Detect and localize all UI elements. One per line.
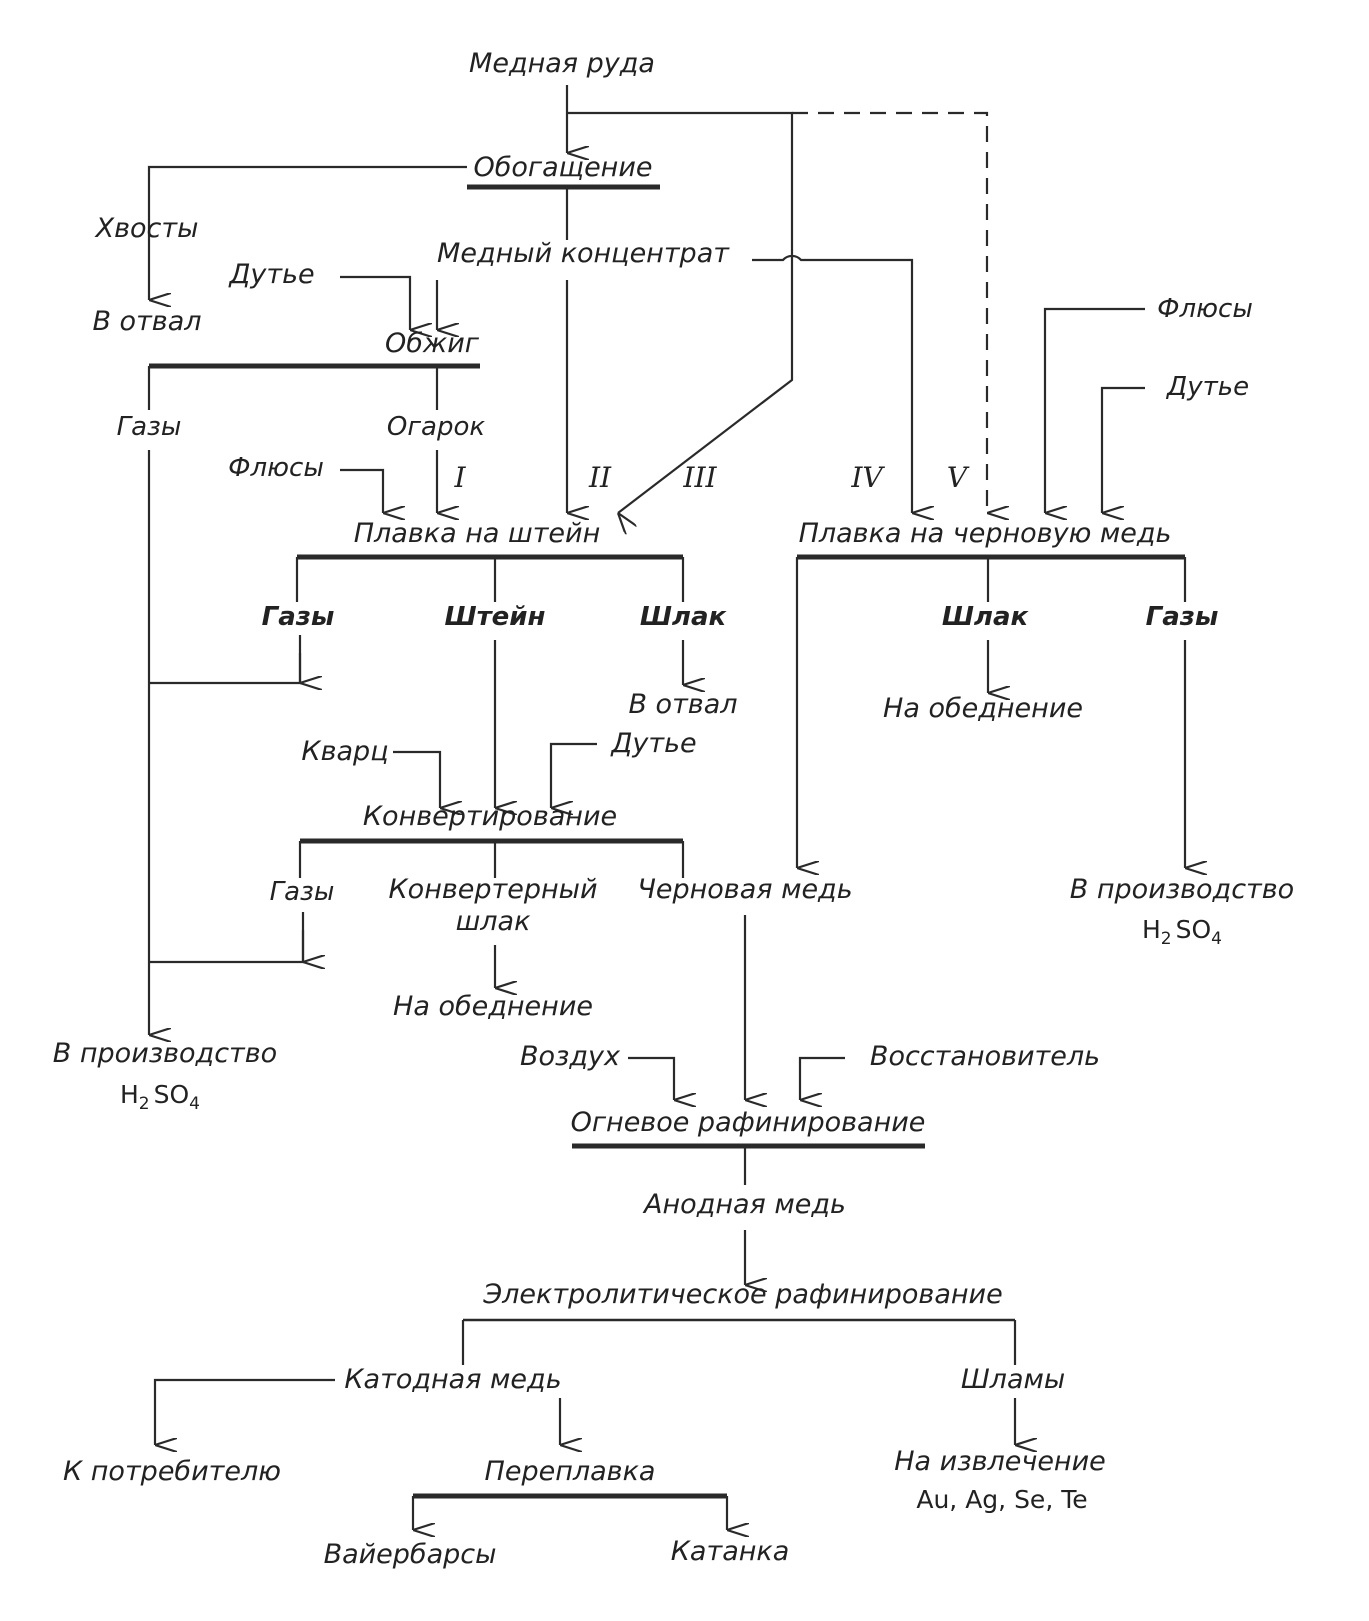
- node-matte-smelting: Плавка на штейн: [354, 518, 600, 549]
- node-gases-conv: Газы: [270, 877, 335, 907]
- node-roasting: Обжиг: [385, 328, 480, 359]
- node-converting: Конвертирование: [363, 801, 617, 832]
- node-converter-slag-line-2: шлак: [456, 906, 532, 937]
- node-to-dump-1: В отвал: [92, 306, 201, 337]
- node-anode-copper: Анодная медь: [642, 1189, 846, 1220]
- node-fire-refining: Огневое рафинирование: [571, 1107, 926, 1138]
- node-blast-3: Дутье: [610, 728, 696, 759]
- node-labels: Медная руда Обогащение Хвосты В отвал Ме…: [53, 48, 1294, 1570]
- node-rod: Катанка: [671, 1536, 790, 1567]
- node-cathode-copper: Катодная медь: [344, 1364, 561, 1395]
- node-blast-1: Дутье: [228, 259, 314, 290]
- node-to-depletion-1: На обеднение: [883, 693, 1083, 724]
- route-label-4: IV: [850, 461, 885, 494]
- node-reducer: Восстановитель: [870, 1041, 1100, 1072]
- node-quartz: Кварц: [301, 736, 388, 767]
- node-ore: Медная руда: [469, 48, 655, 79]
- node-wirebars: Вайербарсы: [324, 1539, 497, 1570]
- node-slag-blister: Шлак: [942, 602, 1030, 632]
- node-fluxes-1: Флюсы: [228, 453, 324, 483]
- node-slimes: Шламы: [961, 1364, 1065, 1395]
- node-slag-matte: Шлак: [640, 602, 728, 632]
- node-metals: Au, Ag, Se, Te: [916, 1485, 1087, 1514]
- node-calcine: Огарок: [387, 412, 485, 442]
- node-extraction: На извлечение: [894, 1446, 1106, 1477]
- connector-lines: [147, 85, 1185, 1530]
- route-label-2: II: [588, 461, 612, 494]
- node-concentrate: Медный концентрат: [437, 238, 730, 269]
- node-remelting: Переплавка: [485, 1456, 656, 1487]
- node-to-consumer: К потребителю: [63, 1456, 281, 1487]
- route-label-3: III: [682, 461, 717, 494]
- node-enrichment: Обогащение: [473, 152, 652, 183]
- node-tails: Хвосты: [94, 213, 199, 244]
- node-blast-2: Дутье: [1166, 372, 1249, 402]
- node-air: Воздух: [520, 1041, 621, 1072]
- node-to-production-left: В производство: [53, 1038, 277, 1069]
- node-electro-refining: Электролитическое рафинирование: [482, 1279, 1002, 1310]
- route-label-5: V: [947, 461, 970, 494]
- node-gases-matte: Газы: [262, 602, 335, 632]
- node-gases-roast: Газы: [117, 412, 182, 442]
- route-label-1: I: [453, 461, 466, 494]
- node-converter-slag-line-1: Конвертерный: [389, 874, 598, 905]
- node-to-depletion-2: На обеднение: [393, 991, 593, 1022]
- node-blister-smelting: Плавка на черновую медь: [799, 518, 1172, 549]
- node-to-dump-2: В отвал: [628, 689, 737, 720]
- node-fluxes-2: Флюсы: [1157, 294, 1253, 324]
- node-gases-blister: Газы: [1146, 602, 1219, 632]
- node-to-production-right: В производство: [1070, 874, 1294, 905]
- node-matte: Штейн: [444, 602, 545, 632]
- node-blister-copper: Черновая медь: [637, 874, 852, 905]
